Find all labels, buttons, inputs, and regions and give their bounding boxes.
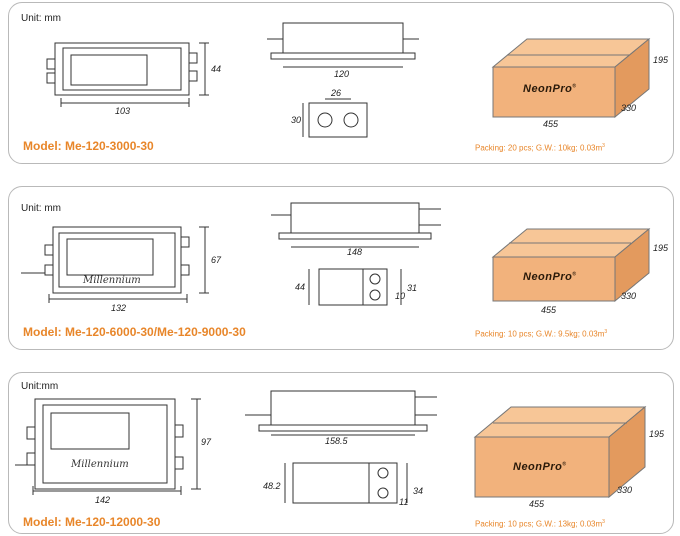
box-length-dim: 455: [541, 305, 557, 315]
end-small-dim: 11: [399, 497, 409, 507]
front-view: [46, 42, 209, 107]
front-width-dim: 132: [111, 303, 127, 313]
side-view: [267, 22, 419, 68]
model-label: Model: Me-120-3000-30: [23, 139, 154, 153]
drawing-panel-3: [15, 390, 647, 504]
front-width-dim: 103: [115, 106, 131, 116]
packing-label: Packing: 20 pcs; G.W.: 10kg; 0.03m3: [475, 143, 605, 153]
box-length-dim: 455: [543, 119, 559, 129]
front-view: [15, 398, 201, 495]
end-small-dim: 10: [395, 291, 406, 301]
side-length-dim: 120: [334, 69, 350, 79]
side-view: [245, 390, 437, 436]
side-length-dim: 148: [347, 247, 363, 257]
end-view: [284, 462, 408, 504]
carton-box: [491, 37, 651, 119]
end-view: [308, 268, 402, 306]
box-height-dim: 195: [653, 243, 669, 253]
end-height-dim: 31: [407, 283, 418, 293]
box-height-dim: 195: [649, 429, 665, 439]
end-height-dim: 34: [413, 486, 424, 496]
box-brand: NeonPro®: [513, 461, 567, 473]
box-depth-dim: 330: [621, 103, 637, 113]
packing-label: Packing: 10 pcs; G.W.: 9.5kg; 0.03m3: [475, 329, 608, 339]
front-height-dim: 97: [201, 437, 212, 447]
drawing-panel-1: [46, 22, 651, 138]
carton-box: [491, 227, 651, 303]
carton-box: [473, 405, 647, 499]
unit-label: Unit: mm: [21, 13, 61, 24]
box-depth-dim: 330: [621, 291, 637, 301]
front-height-dim: 67: [211, 255, 222, 265]
model-label: Model: Me-120-12000-30: [23, 515, 161, 529]
front-view: [21, 226, 209, 303]
model-label: Model: Me-120-6000-30/Me-120-9000-30: [23, 325, 246, 339]
unit-label: Unit: mm: [21, 203, 61, 214]
end-view: [302, 98, 368, 138]
packing-label: Packing: 10 pcs; G.W.: 13kg; 0.03m3: [475, 519, 605, 529]
panel-3: Unit:mm: [8, 372, 674, 534]
panel-2: Unit: mm: [8, 186, 674, 350]
drawing-panel-2: [21, 202, 651, 306]
unit-label: Unit:mm: [21, 381, 59, 392]
front-width-dim: 142: [95, 495, 111, 505]
box-height-dim: 195: [653, 55, 669, 65]
end-width-dim: 48.2: [263, 481, 281, 491]
end-width-dim: 44: [295, 282, 306, 292]
front-script-label: Millennium: [83, 275, 141, 286]
side-length-dim: 158.5: [325, 436, 348, 446]
box-brand: NeonPro®: [523, 271, 577, 283]
front-height-dim: 44: [211, 64, 222, 74]
box-depth-dim: 330: [617, 485, 633, 495]
front-script-label: Millennium: [71, 459, 129, 470]
panel-1: Unit: mm: [8, 2, 674, 164]
end-width-dim: 26: [331, 88, 342, 98]
side-view: [271, 202, 441, 248]
end-height-dim: 30: [291, 115, 302, 125]
box-brand: NeonPro®: [523, 83, 577, 95]
box-length-dim: 455: [529, 499, 545, 509]
